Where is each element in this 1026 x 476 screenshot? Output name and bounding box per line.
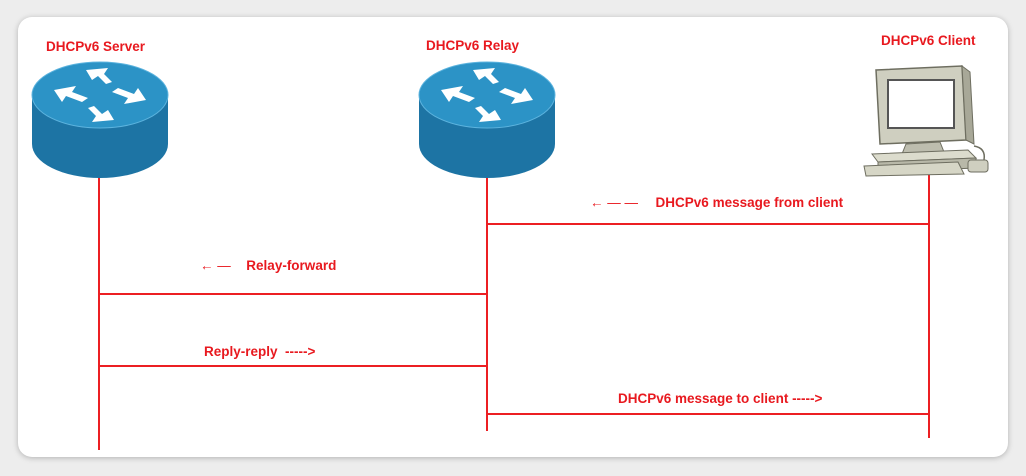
message-from-client-label: ← — — DHCPv6 message from client bbox=[590, 195, 843, 210]
reply-reply-label: Reply-reply -----> bbox=[204, 344, 316, 359]
left-arrow-icon: ← — — bbox=[590, 195, 639, 210]
server-lifeline bbox=[98, 176, 100, 450]
client-lifeline bbox=[928, 172, 930, 438]
relay-label: DHCPv6 Relay bbox=[426, 38, 520, 53]
message-text: DHCPv6 message from client bbox=[655, 195, 844, 210]
message-line-reply-reply bbox=[99, 365, 487, 367]
message-line-to-client bbox=[487, 413, 929, 415]
relay-forward-label: ← — Relay-forward bbox=[200, 258, 336, 273]
message-line-from-client bbox=[487, 223, 929, 225]
message-line-relay-forward bbox=[99, 293, 487, 295]
computer-icon bbox=[863, 64, 989, 177]
client-label: DHCPv6 Client bbox=[881, 33, 976, 48]
router-icon bbox=[418, 61, 556, 178]
server-label: DHCPv6 Server bbox=[46, 39, 146, 54]
message-to-client-label: DHCPv6 message to client -----> bbox=[618, 391, 823, 406]
message-text: Relay-forward bbox=[246, 258, 337, 273]
router-icon bbox=[31, 61, 169, 178]
relay-lifeline bbox=[486, 176, 488, 431]
left-arrow-icon: ← — bbox=[200, 258, 231, 273]
